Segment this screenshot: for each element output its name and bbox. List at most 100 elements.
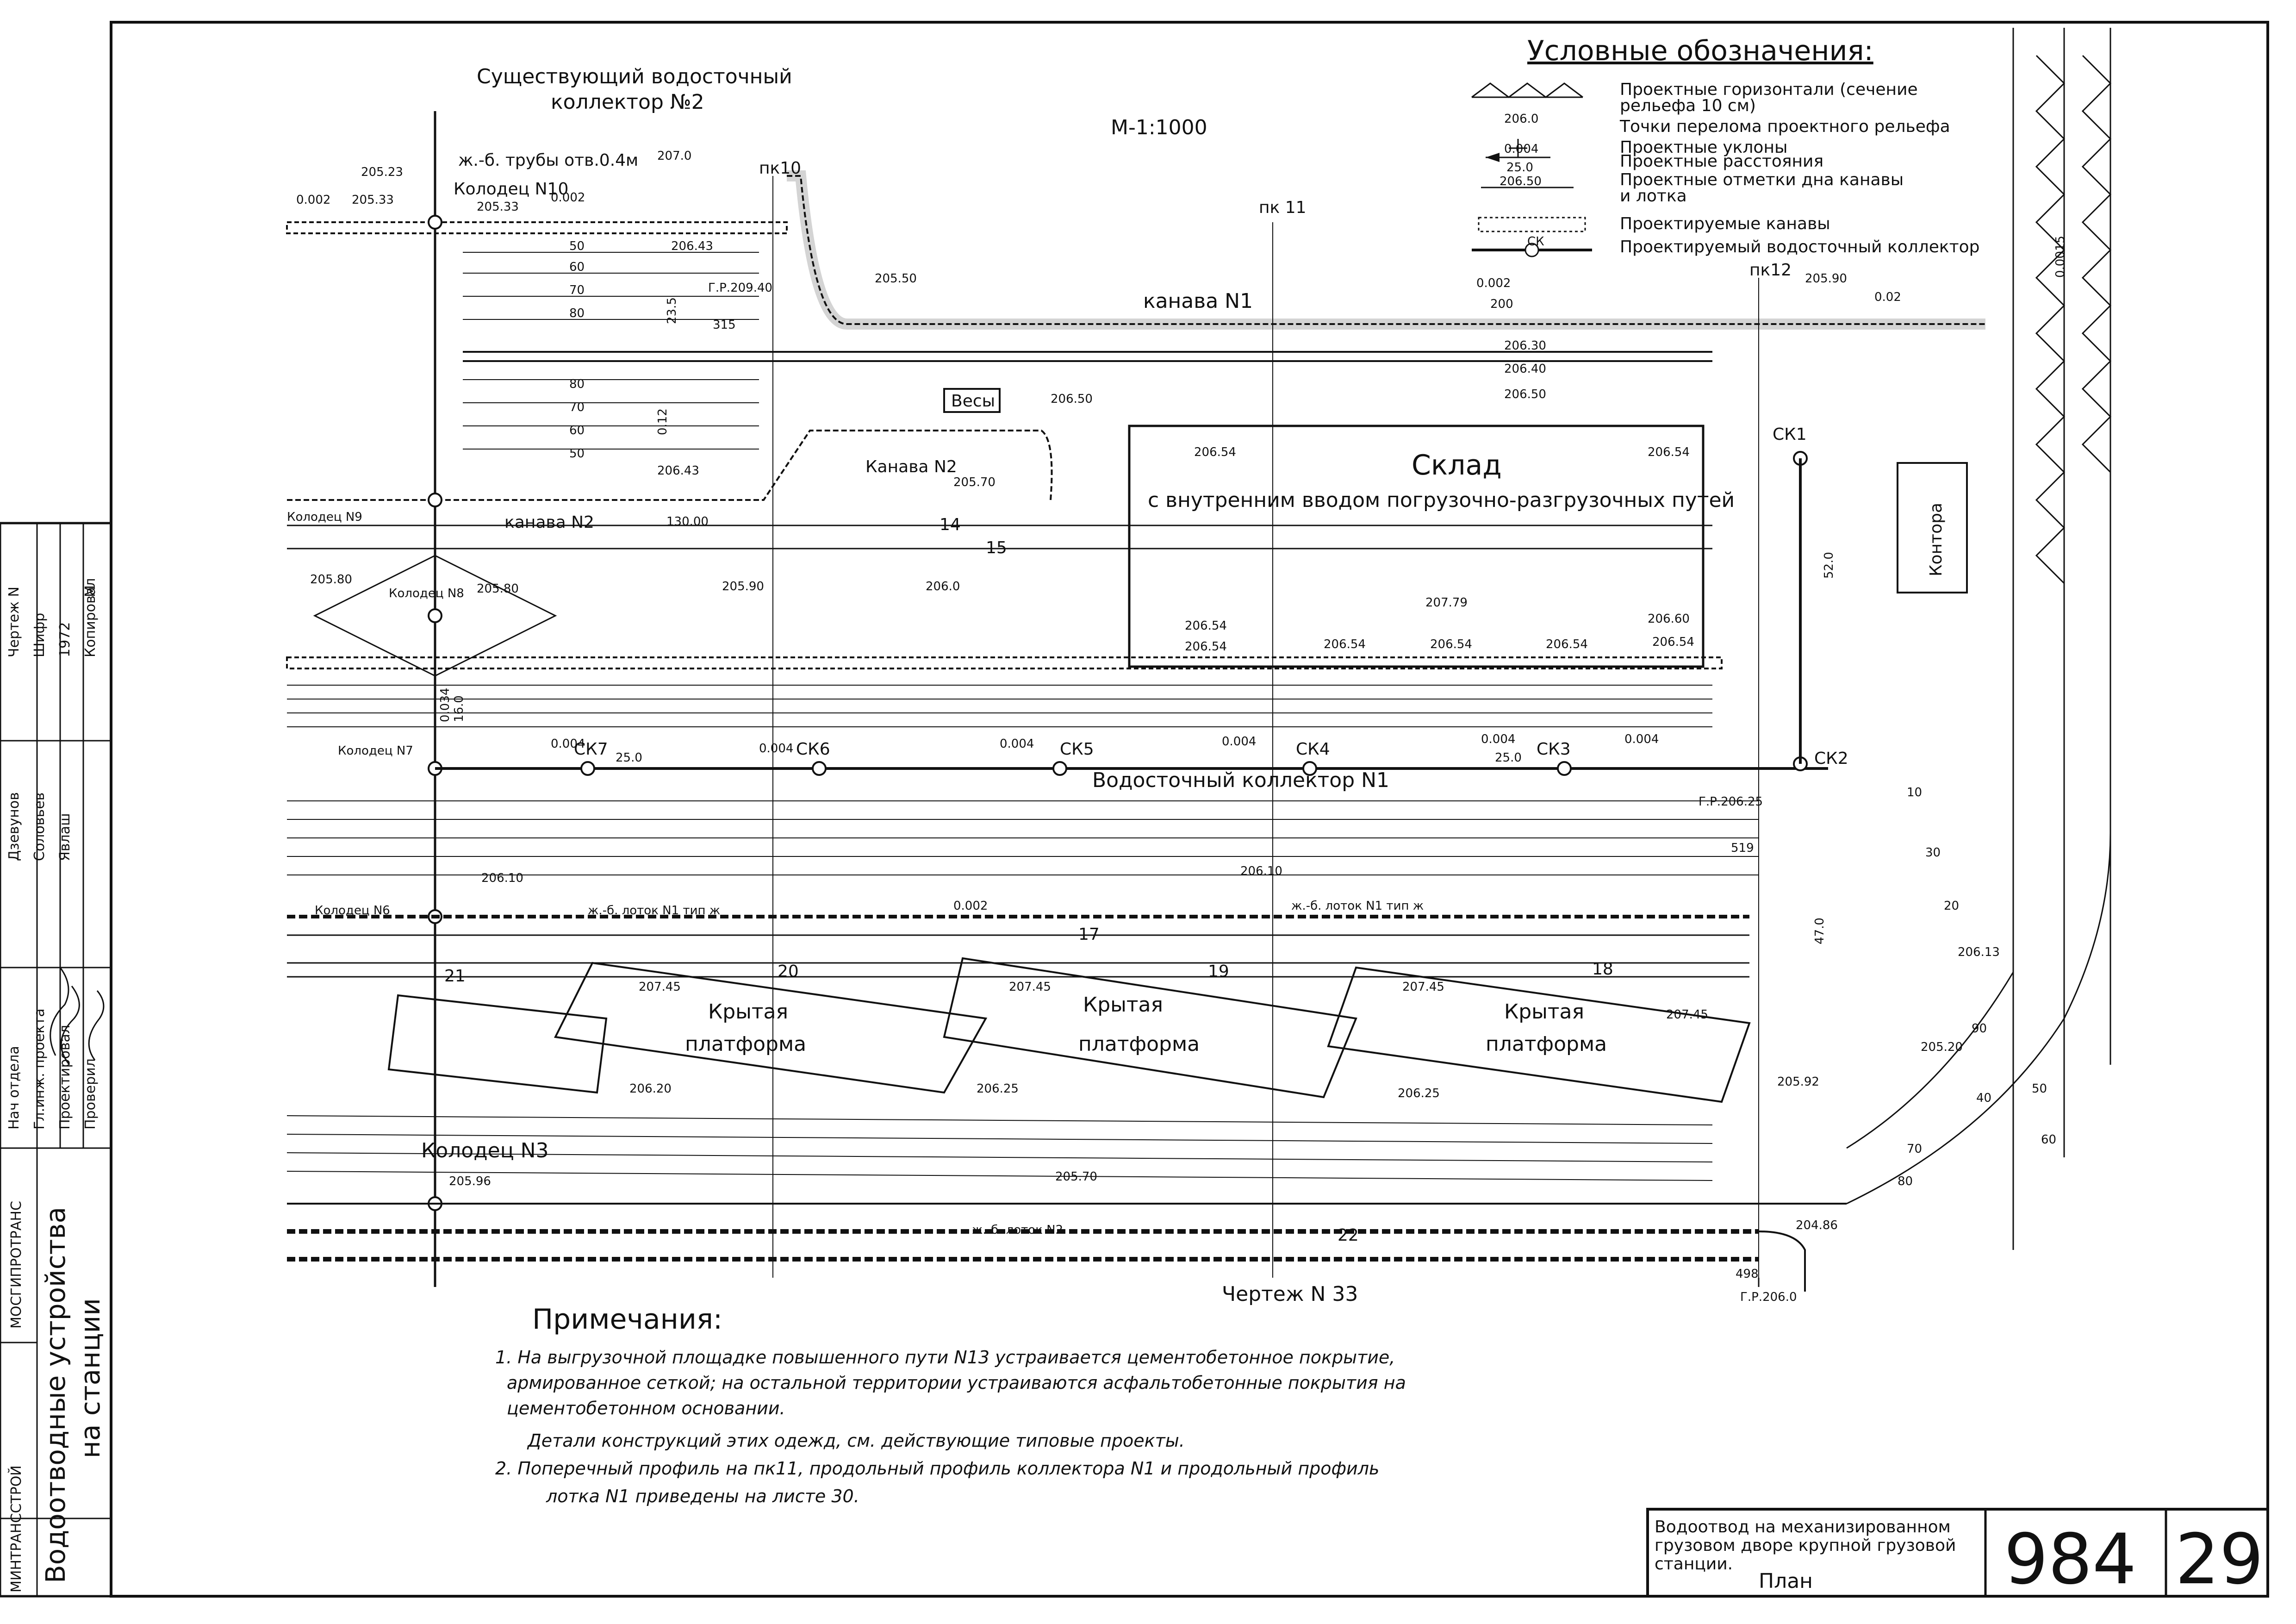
ditch2b-label: канава N2: [504, 513, 594, 532]
tray1b-label: ж.-б. лоток N1 тип ж: [1291, 899, 1424, 913]
svg-text:206.54: 206.54: [1185, 619, 1227, 633]
stamp-role-3: Проектировал: [57, 1025, 73, 1130]
stamp-name-1: Дзевунов: [6, 792, 22, 861]
legend-title: Условные обозначения:: [1527, 35, 1873, 67]
ditch2-label: Канава N2: [865, 457, 957, 476]
svg-text:80: 80: [569, 306, 585, 320]
svg-text:0.004: 0.004: [759, 742, 793, 756]
drawing-scale: М-1:1000: [1111, 116, 1207, 139]
pipes-label: ж.-б. трубы отв.0.4м: [458, 151, 638, 170]
svg-text:206.54: 206.54: [1324, 637, 1366, 651]
sheet-number: 984: [2004, 1519, 2136, 1600]
title-line-2: грузовом дворе крупной грузовой: [1655, 1536, 1956, 1555]
legend-item-4: Проектные уклоны: [1620, 138, 1787, 157]
legend-item-7: и лотка: [1620, 187, 1687, 206]
svg-text:207.45: 207.45: [1402, 980, 1444, 994]
scales-box: [943, 388, 1001, 413]
manholes: [580, 451, 1808, 776]
svg-text:206.43: 206.43: [671, 239, 713, 253]
legend: Условные обозначения: 206.0 0.004 25.0 2…: [1471, 35, 1979, 257]
svg-text:0.004: 0.004: [1624, 732, 1659, 746]
office: [1897, 462, 1968, 593]
svg-text:80: 80: [1898, 1174, 1913, 1188]
note-line-2: армированное сеткой; на остальной террит…: [507, 1373, 1406, 1393]
ditch-2: [287, 430, 1053, 501]
well-3: Колодец N3: [421, 1139, 549, 1162]
svg-text:70: 70: [569, 283, 585, 297]
svg-text:30: 30: [1925, 846, 1941, 860]
svg-text:Г.Р.209.40: Г.Р.209.40: [708, 281, 772, 295]
svg-text:10: 10: [1907, 786, 1922, 800]
svg-text:206.60: 206.60: [1648, 612, 1690, 626]
svg-text:платформа: платформа: [685, 1032, 806, 1056]
svg-text:0.0015: 0.0015: [2053, 236, 2067, 278]
svg-text:205.33: 205.33: [352, 193, 394, 207]
svg-text:207.45: 207.45: [1666, 1008, 1708, 1022]
svg-text:0.02: 0.02: [1874, 290, 1901, 304]
svg-text:17: 17: [1078, 925, 1100, 944]
svg-text:205.33: 205.33: [477, 200, 519, 214]
svg-text:60: 60: [2041, 1133, 2056, 1147]
side-stamp: Нач отдела Гл.инж. проекта Проектировал …: [0, 522, 112, 1598]
svg-text:14: 14: [940, 515, 961, 534]
svg-text:70: 70: [1907, 1142, 1922, 1156]
svg-text:СК4: СК4: [1296, 740, 1330, 759]
svg-text:206.40: 206.40: [1504, 362, 1546, 376]
title-line-3: станции.: [1655, 1555, 1733, 1574]
svg-text:205.23: 205.23: [361, 165, 403, 179]
bottom-reference: Чертеж N 33: [1222, 1282, 1358, 1306]
well-7: Колодец N7: [338, 744, 413, 758]
svg-text:206.50: 206.50: [1051, 392, 1093, 406]
svg-text:21: 21: [444, 967, 466, 986]
svg-text:СК2: СК2: [1814, 749, 1848, 768]
ditch-1: [286, 221, 788, 234]
svg-text:207.45: 207.45: [639, 980, 681, 994]
svg-text:206.10: 206.10: [481, 871, 523, 885]
svg-text:206.30: 206.30: [1504, 339, 1546, 353]
svg-text:Крытая: Крытая: [1083, 993, 1163, 1017]
svg-text:пк 11: пк 11: [1259, 198, 1307, 217]
svg-text:206.43: 206.43: [657, 464, 699, 478]
legend-item-8: Проектируемые канавы: [1620, 214, 1830, 233]
svg-text:23.5: 23.5: [665, 297, 679, 324]
svg-text:0.004: 0.004: [551, 737, 585, 751]
svg-text:СК6: СК6: [796, 740, 830, 759]
contours-top: [463, 252, 759, 450]
svg-text:519: 519: [1731, 841, 1754, 855]
svg-text:0.004: 0.004: [1504, 142, 1538, 156]
svg-text:пк10: пк10: [759, 159, 801, 178]
svg-text:205.92: 205.92: [1777, 1075, 1819, 1089]
legend-item-5: Проектные расстояния: [1620, 152, 1823, 171]
collector2-label-2: коллектор №2: [551, 90, 704, 114]
svg-text:205.70: 205.70: [953, 475, 996, 489]
svg-text:Г.Р.206.25: Г.Р.206.25: [1699, 795, 1763, 809]
stamp-field-4: Копировал: [82, 578, 99, 657]
svg-text:206.54: 206.54: [1194, 445, 1236, 459]
title-subtitle: План: [1759, 1569, 1813, 1593]
svg-text:0.004: 0.004: [1222, 735, 1256, 749]
svg-text:20: 20: [778, 962, 799, 981]
svg-text:205.80: 205.80: [477, 582, 519, 596]
covered-platforms: [387, 957, 1751, 1103]
svg-text:20: 20: [1944, 899, 1959, 913]
svg-text:60: 60: [569, 424, 585, 437]
svg-text:206.54: 206.54: [1185, 640, 1227, 654]
svg-text:206.13: 206.13: [1958, 945, 2000, 959]
stamp-role-1: Нач отдела: [6, 1046, 22, 1130]
right-slope: [1846, 28, 2112, 1250]
svg-text:25.0: 25.0: [1495, 751, 1522, 765]
svg-text:206.20: 206.20: [629, 1082, 672, 1096]
svg-text:19: 19: [1208, 962, 1229, 981]
stamp-field-1: Чертеж N: [6, 587, 22, 657]
svg-text:0.002: 0.002: [551, 191, 585, 205]
notes: Примечания: 1. На выгрузочной площадке п…: [495, 1303, 1406, 1506]
svg-text:205.90: 205.90: [722, 580, 764, 593]
svg-text:205.96: 205.96: [449, 1174, 491, 1188]
svg-text:0.002: 0.002: [296, 193, 330, 207]
svg-text:207.0: 207.0: [657, 149, 691, 163]
svg-text:206.54: 206.54: [1430, 637, 1472, 651]
svg-text:50: 50: [2032, 1082, 2047, 1096]
svg-text:50: 50: [569, 239, 585, 253]
svg-text:52.0: 52.0: [1822, 552, 1836, 579]
